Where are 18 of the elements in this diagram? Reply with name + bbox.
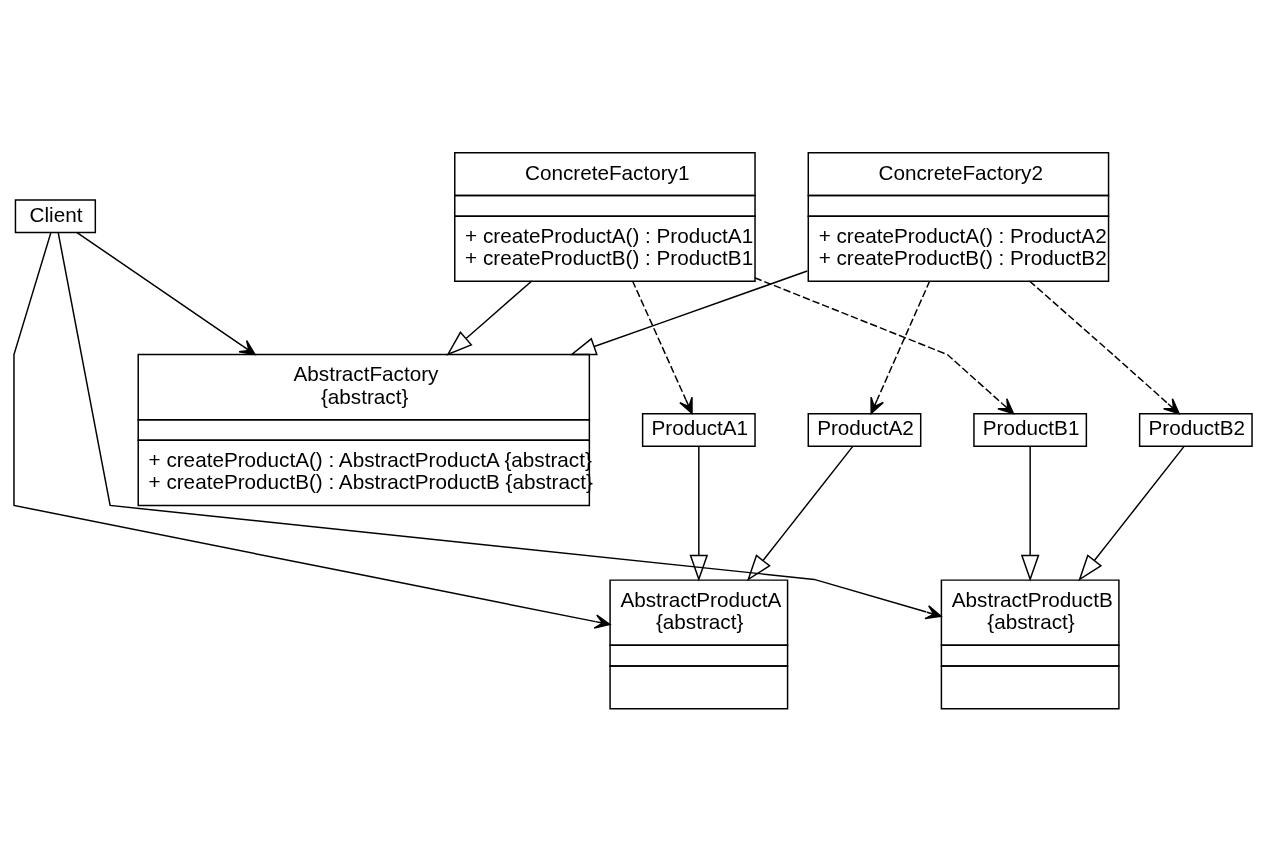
arrow <box>13 231 611 629</box>
arrow <box>631 279 693 414</box>
arrow <box>76 231 256 355</box>
arrow <box>753 276 1015 414</box>
arrow <box>870 279 931 414</box>
arrow <box>1020 445 1040 581</box>
node-box: ProductA1 <box>641 412 756 447</box>
node-box: Client <box>14 198 97 233</box>
arrow <box>57 231 942 619</box>
arrow <box>1078 445 1185 581</box>
arrow <box>746 445 854 581</box>
arrow <box>569 269 808 355</box>
node-box: ProductA2 <box>807 412 922 447</box>
node-box: ProductB2 <box>1138 412 1253 447</box>
arrow <box>689 445 709 581</box>
arrow <box>1028 279 1180 414</box>
node-box: ProductB1 <box>973 412 1088 447</box>
arrow <box>446 279 533 356</box>
